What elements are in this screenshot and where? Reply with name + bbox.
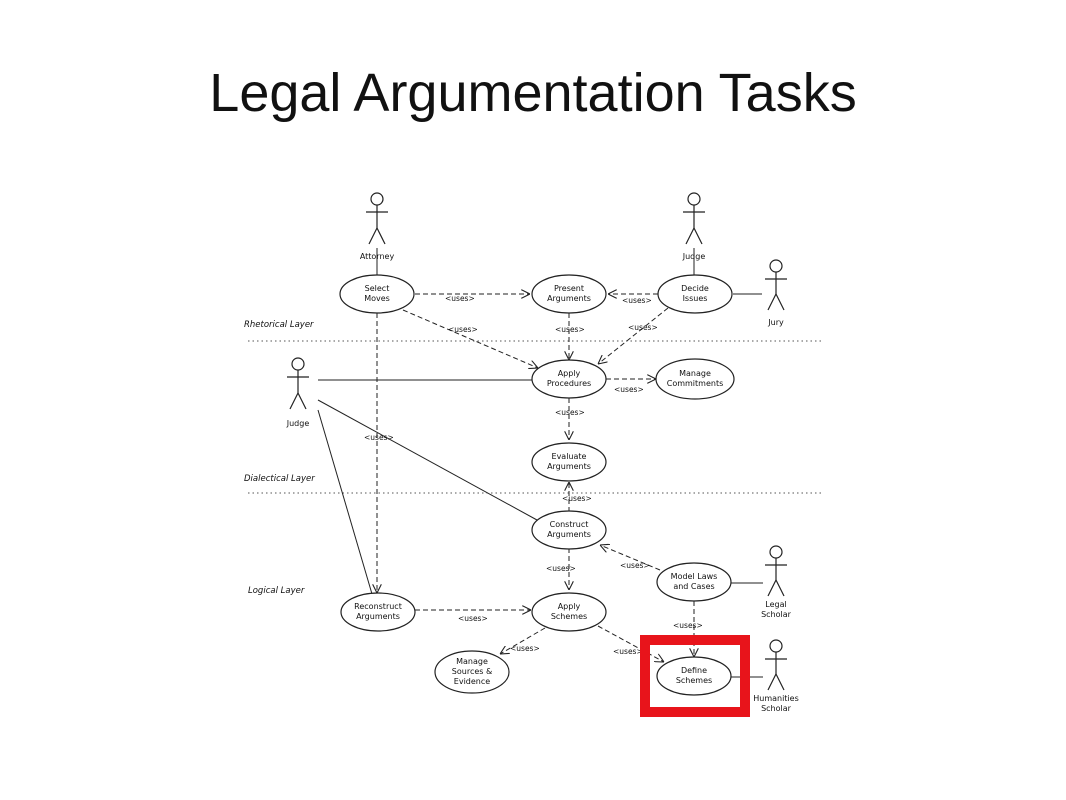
association-judge-construct [317, 399, 538, 521]
uses-label: <uses> [628, 323, 658, 332]
dialectical-layer-label: Dialectical Layer [244, 474, 315, 484]
dep-apply-schemes-define [597, 625, 664, 662]
use-case-decide-issues [657, 274, 733, 314]
uses-label: <uses> [555, 408, 585, 417]
jury-actor-icon [765, 259, 787, 311]
judge-left-label: Judge [286, 419, 310, 428]
judge-top-actor-icon [683, 192, 705, 245]
uses-label: <uses> [364, 433, 394, 442]
uses-label: <uses> [458, 614, 488, 623]
uses-label: <uses> [620, 561, 650, 570]
humanities-scholar-actor-icon [765, 639, 787, 691]
dep-apply-schemes-manage-sources [500, 627, 546, 654]
use-case-define-schemes [656, 656, 732, 696]
jury-label: Jury [767, 318, 784, 327]
use-case-apply-schemes [531, 592, 607, 632]
use-case-manage-commitments [655, 358, 735, 400]
uses-label: <uses> [562, 494, 592, 503]
use-case-reconstruct-arguments [340, 592, 416, 632]
use-case-manage-sources [434, 650, 510, 694]
slide-title: Legal Argumentation Tasks [209, 63, 857, 123]
use-case-evaluate-arguments [531, 442, 607, 482]
rhetorical-layer-label: Rhetorical Layer [244, 320, 314, 330]
dep-decide-apply-procedures [598, 307, 669, 364]
dep-model-construct [600, 545, 661, 571]
use-case-model-laws [656, 562, 732, 602]
uses-label: <uses> [555, 325, 585, 334]
uses-label: <uses> [673, 621, 703, 630]
use-case-apply-procedures [531, 359, 607, 399]
uses-label: <uses> [448, 325, 478, 334]
attorney-label: Attorney [360, 252, 395, 261]
attorney-actor-icon [366, 192, 388, 245]
use-case-construct-arguments [531, 510, 607, 550]
association-judge-reconstruct [317, 409, 373, 595]
uses-label: <uses> [546, 564, 576, 573]
judge-left-actor-icon [287, 357, 309, 410]
uses-label: <uses> [445, 294, 475, 303]
uses-label: <uses> [622, 296, 652, 305]
uses-label: <uses> [613, 647, 643, 656]
judge-top-label: Judge [682, 252, 706, 261]
dep-select-apply-procedures [402, 309, 538, 368]
use-case-present-arguments [531, 274, 607, 314]
uses-label: <uses> [510, 644, 540, 653]
logical-layer-label: Logical Layer [248, 586, 305, 596]
highlight-box [640, 635, 750, 717]
legal-scholar-actor-icon [765, 545, 787, 597]
use-case-select-moves [339, 274, 415, 314]
uses-label: <uses> [614, 385, 644, 394]
